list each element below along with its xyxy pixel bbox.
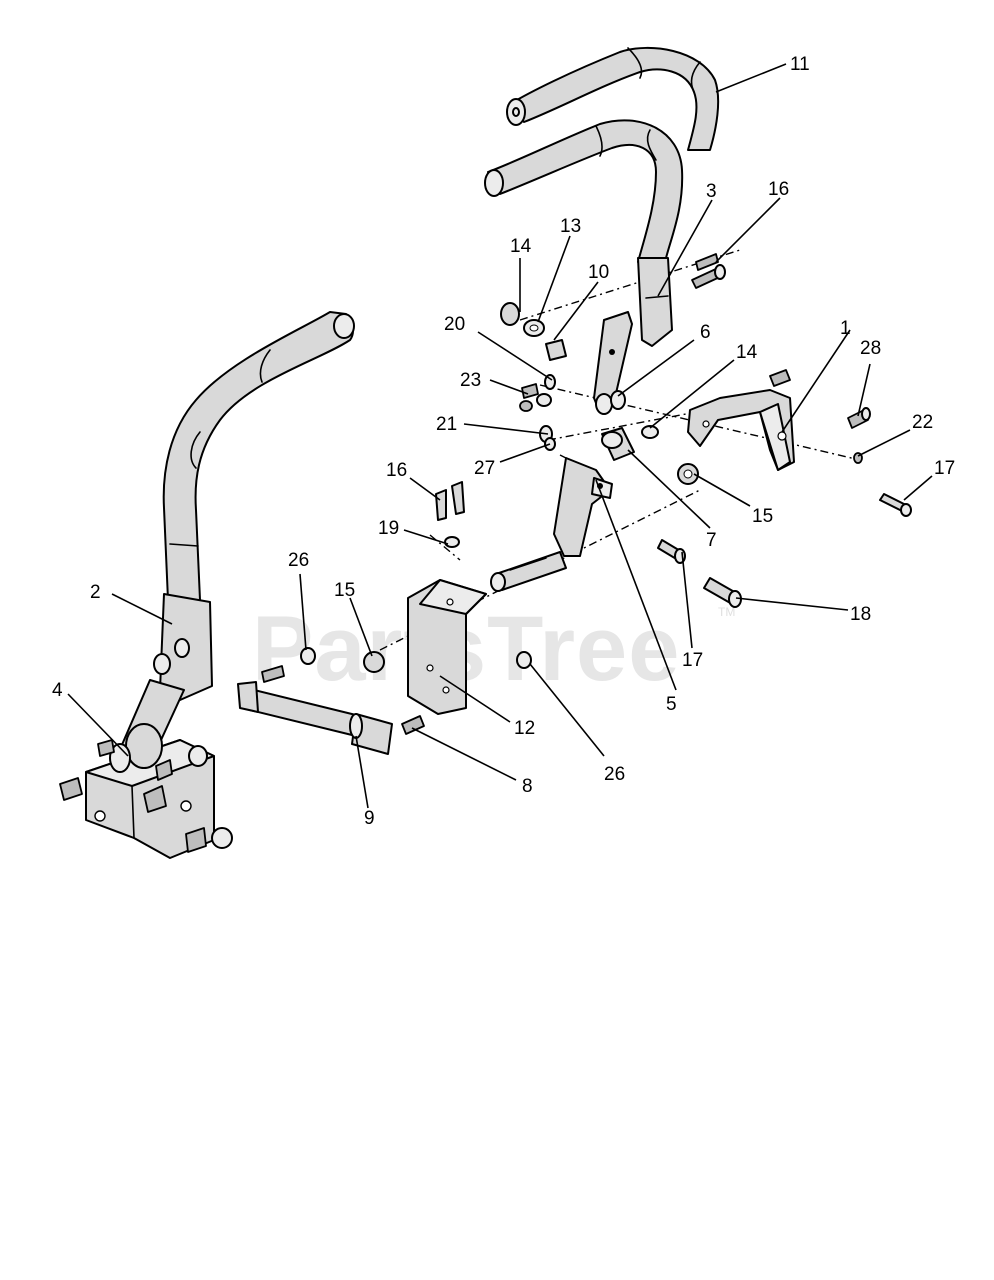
- callout-14-lower: 14: [736, 342, 758, 363]
- part-3-lever-plate: [637, 257, 673, 347]
- part-26-washer-left: [300, 647, 316, 665]
- callout-27: 27: [474, 458, 495, 479]
- callout-18: 16: [768, 179, 789, 200]
- part-22-25-23-27-hardware: [519, 374, 556, 451]
- callout-1: 1: [840, 318, 851, 339]
- watermark: PartsTree TM: [252, 598, 735, 700]
- callout-25: 23: [460, 370, 481, 391]
- part-14-bushing-lower: [641, 425, 659, 439]
- part-14-bushing-upper: [500, 302, 520, 326]
- part-10-spacer: [545, 339, 567, 361]
- callout-22: 20: [444, 314, 465, 335]
- part-15-flange-bushing-right: [677, 463, 699, 485]
- leader-lines: [67, 63, 933, 809]
- callout-13: 13: [560, 216, 581, 237]
- part-9-damper: [237, 665, 393, 755]
- callout-15-right: 15: [752, 506, 773, 527]
- part-20-pin: [703, 577, 742, 608]
- part-26-washer-right: [516, 651, 532, 669]
- callout-labels: 11 3 16 14 13 10 20 23 6 14 1 28 22 17 2…: [52, 54, 955, 829]
- callout-26-left: 26: [288, 550, 309, 571]
- part-21-washer: [444, 536, 460, 548]
- callout-5: 5: [666, 694, 677, 715]
- callout-21: 19: [378, 518, 399, 539]
- callout-10: 10: [588, 262, 609, 283]
- part-12-mount-plate: [407, 579, 487, 715]
- callout-16: 16: [386, 460, 407, 481]
- callout-23: 21: [436, 414, 457, 435]
- part-7-sleeve: [601, 427, 635, 461]
- part-4-control-block: [59, 723, 233, 859]
- part-17-bolt: [879, 493, 912, 517]
- part-13-washer: [523, 319, 545, 337]
- part-5-pivot-lever: [490, 457, 613, 592]
- callout-28: 28: [860, 338, 881, 359]
- callout-11: 11: [790, 54, 810, 75]
- part-15-flange-bushing-left: [363, 651, 385, 673]
- part-8-bolt: [401, 715, 425, 735]
- callout-20: 18: [850, 604, 871, 625]
- callout-19: 17: [682, 650, 703, 671]
- callout-7: 7: [706, 530, 717, 551]
- callout-9: 9: [364, 808, 375, 829]
- callout-6: 6: [700, 322, 711, 343]
- callout-24: 22: [912, 412, 933, 433]
- part-16-pins: [435, 481, 465, 521]
- callout-17: 17: [934, 458, 955, 479]
- callout-14-upper: 14: [510, 236, 532, 257]
- callout-15-left: 15: [334, 580, 355, 601]
- part-11-handle-bars: [484, 46, 720, 263]
- watermark-trademark: TM: [718, 605, 735, 619]
- callout-2: 2: [90, 582, 101, 603]
- callout-4: 4: [52, 680, 63, 701]
- callout-8: 8: [522, 776, 533, 797]
- part-6-lever-arm: [593, 311, 633, 415]
- callout-26-right: 26: [604, 764, 625, 785]
- callout-3: 3: [706, 181, 717, 202]
- callout-12: 12: [514, 718, 535, 739]
- part-18-bolts: [691, 253, 726, 289]
- part-1-bracket: [687, 369, 795, 471]
- part-19-pin: [657, 539, 686, 564]
